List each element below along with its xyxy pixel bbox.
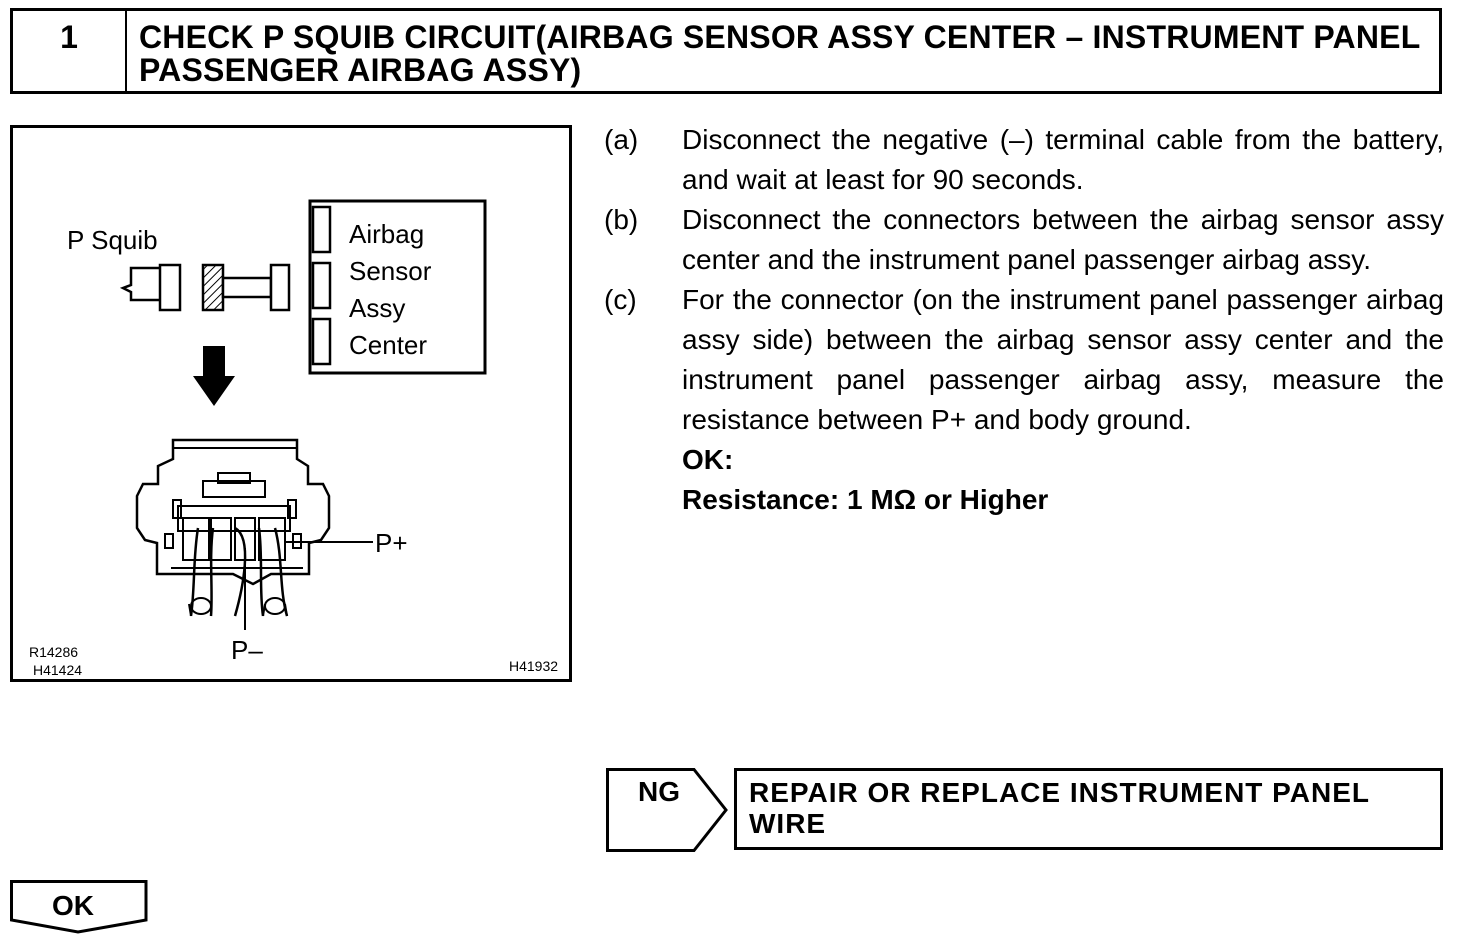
ng-arrow-tab — [606, 768, 728, 852]
ng-label: NG — [638, 776, 680, 807]
step-text: For the connector (on the instrument pan… — [682, 284, 1444, 435]
airbag-sensor-module — [308, 199, 487, 375]
step-item: (c) For the connector (on the instrument… — [604, 280, 1444, 440]
ok-arrow-tab — [10, 880, 148, 934]
procedure-steps: (a) Disconnect the negative (–) terminal… — [604, 120, 1444, 520]
step-title: CHECK P SQUIB CIRCUIT(AIRBAG SENSOR ASSY… — [139, 19, 1420, 88]
figure-code-right: H41932 — [509, 658, 559, 674]
p-squib-label: P Squib — [67, 225, 158, 255]
module-label-3: Assy — [349, 293, 406, 323]
connector-illustration — [119, 199, 487, 630]
step-item: (b) Disconnect the connectors between th… — [604, 200, 1444, 280]
module-label-4: Center — [349, 330, 428, 360]
ok-tab-label: OK — [52, 890, 94, 921]
connector-front-view — [135, 438, 331, 617]
squib-connector-assembly — [119, 263, 291, 312]
step-letter: (c) — [604, 284, 637, 315]
resistance-spec: Resistance: 1 MΩ or Higher — [682, 484, 1049, 515]
arrow-down-icon — [193, 346, 235, 406]
ng-action-box: REPAIR OR REPLACE INSTRUMENT PANEL WIRE — [734, 768, 1443, 850]
step-item: (a) Disconnect the negative (–) terminal… — [604, 120, 1444, 200]
step-number: 1 — [13, 11, 127, 91]
p-minus-label: P– — [231, 635, 263, 665]
ng-action-text: REPAIR OR REPLACE INSTRUMENT PANEL WIRE — [749, 777, 1370, 839]
ok-spec-label: OK: — [682, 444, 734, 475]
module-label-1: Airbag — [349, 219, 425, 249]
module-label-2: Sensor — [349, 256, 432, 286]
step-text: Disconnect the connectors between the ai… — [682, 204, 1444, 275]
p-plus-label: P+ — [375, 528, 408, 558]
step-letter: (b) — [604, 204, 639, 235]
connector-diagram: P Squib Airbag Sensor Assy Center P+ P– … — [10, 125, 572, 682]
figure-code-left-2: H41424 — [33, 662, 83, 678]
step-text: Disconnect the negative (–) terminal cab… — [682, 124, 1444, 195]
step-header: 1 CHECK P SQUIB CIRCUIT(AIRBAG SENSOR AS… — [10, 8, 1442, 94]
figure-code-left-1: R14286 — [29, 644, 79, 660]
step-letter: (a) — [604, 124, 639, 155]
